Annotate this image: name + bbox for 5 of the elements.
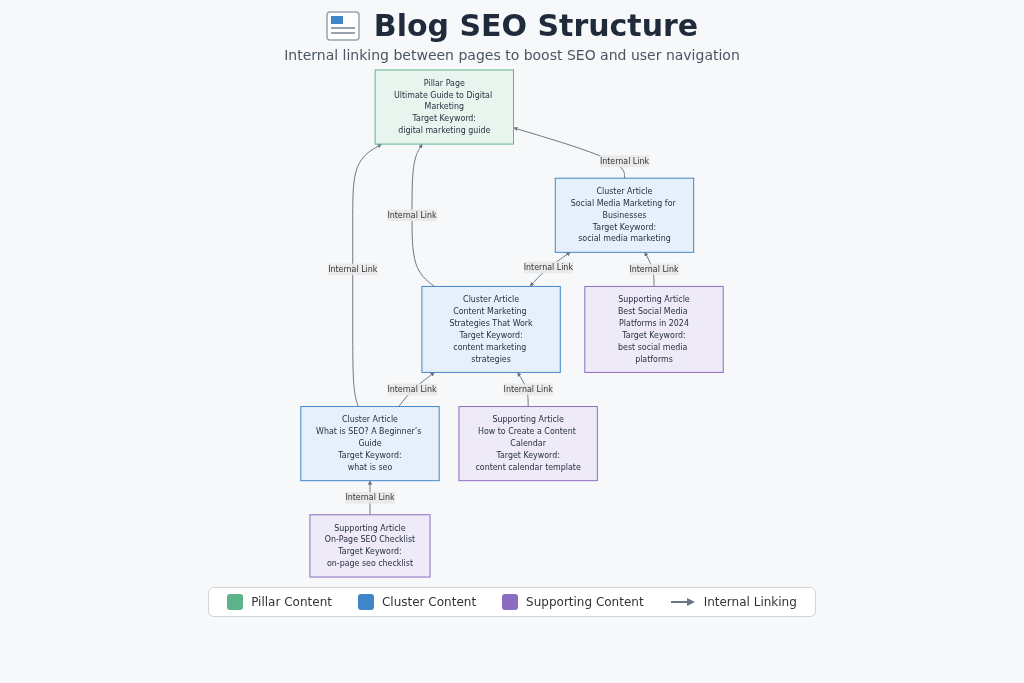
title: Blog SEO Structure bbox=[373, 8, 699, 43]
legend-label: Cluster Content bbox=[381, 595, 477, 609]
legend-label: Pillar Content bbox=[251, 595, 332, 609]
legend-label: Supporting Content bbox=[526, 595, 644, 609]
legend-label: Internal Linking bbox=[703, 595, 797, 609]
